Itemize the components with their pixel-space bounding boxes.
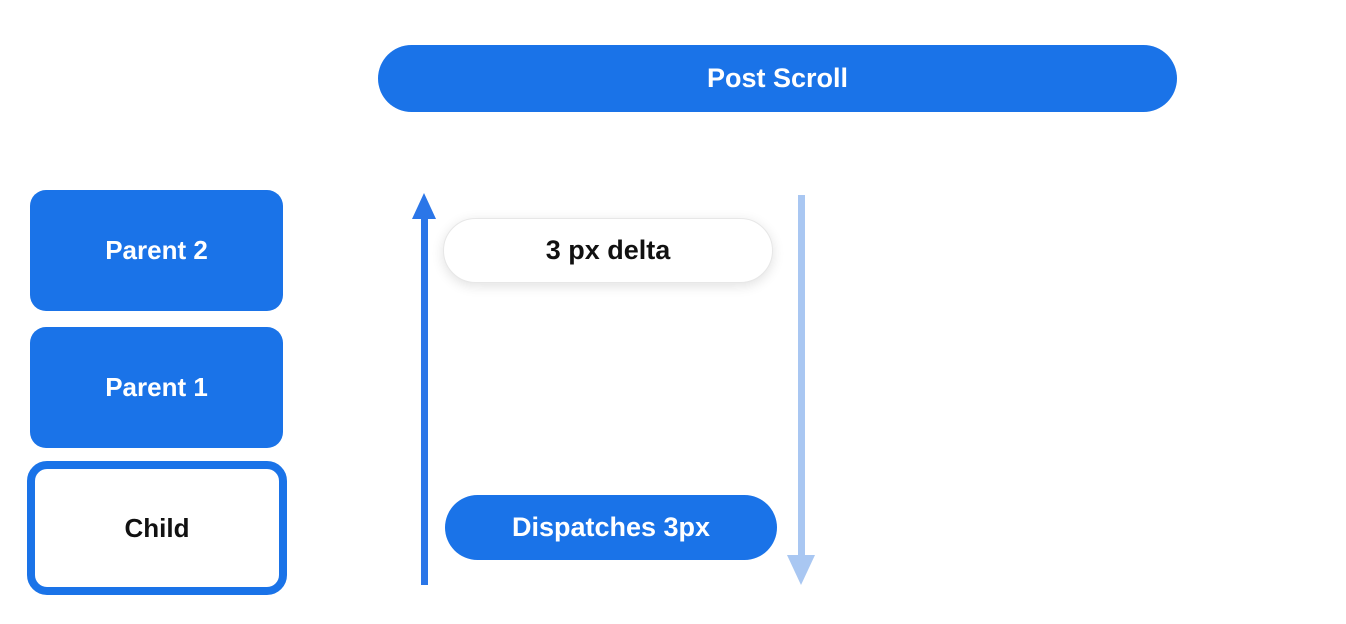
parent-2-label: Parent 2 bbox=[105, 235, 208, 265]
post-scroll-pill: Post Scroll bbox=[378, 45, 1177, 112]
up-arrow-shaft bbox=[420, 215, 428, 585]
parent-1-label: Parent 1 bbox=[105, 372, 208, 402]
dispatches-pill-label: Dispatches 3px bbox=[511, 512, 711, 542]
child-box: Child bbox=[27, 461, 287, 595]
down-arrow-shaft bbox=[797, 195, 805, 559]
parent-2-box: Parent 2 bbox=[30, 190, 283, 311]
delta-pill: 3 px delta bbox=[443, 218, 773, 283]
down-arrow-head bbox=[787, 555, 815, 585]
child-label: Child bbox=[124, 512, 190, 543]
parent-1-box: Parent 1 bbox=[30, 327, 283, 448]
down-arrow-icon bbox=[787, 195, 815, 585]
post-scroll-label: Post Scroll bbox=[706, 63, 849, 93]
delta-pill-label: 3 px delta bbox=[545, 235, 671, 265]
dispatches-pill: Dispatches 3px bbox=[445, 495, 777, 560]
up-arrow-head bbox=[412, 193, 436, 219]
up-arrow-icon bbox=[412, 193, 436, 585]
